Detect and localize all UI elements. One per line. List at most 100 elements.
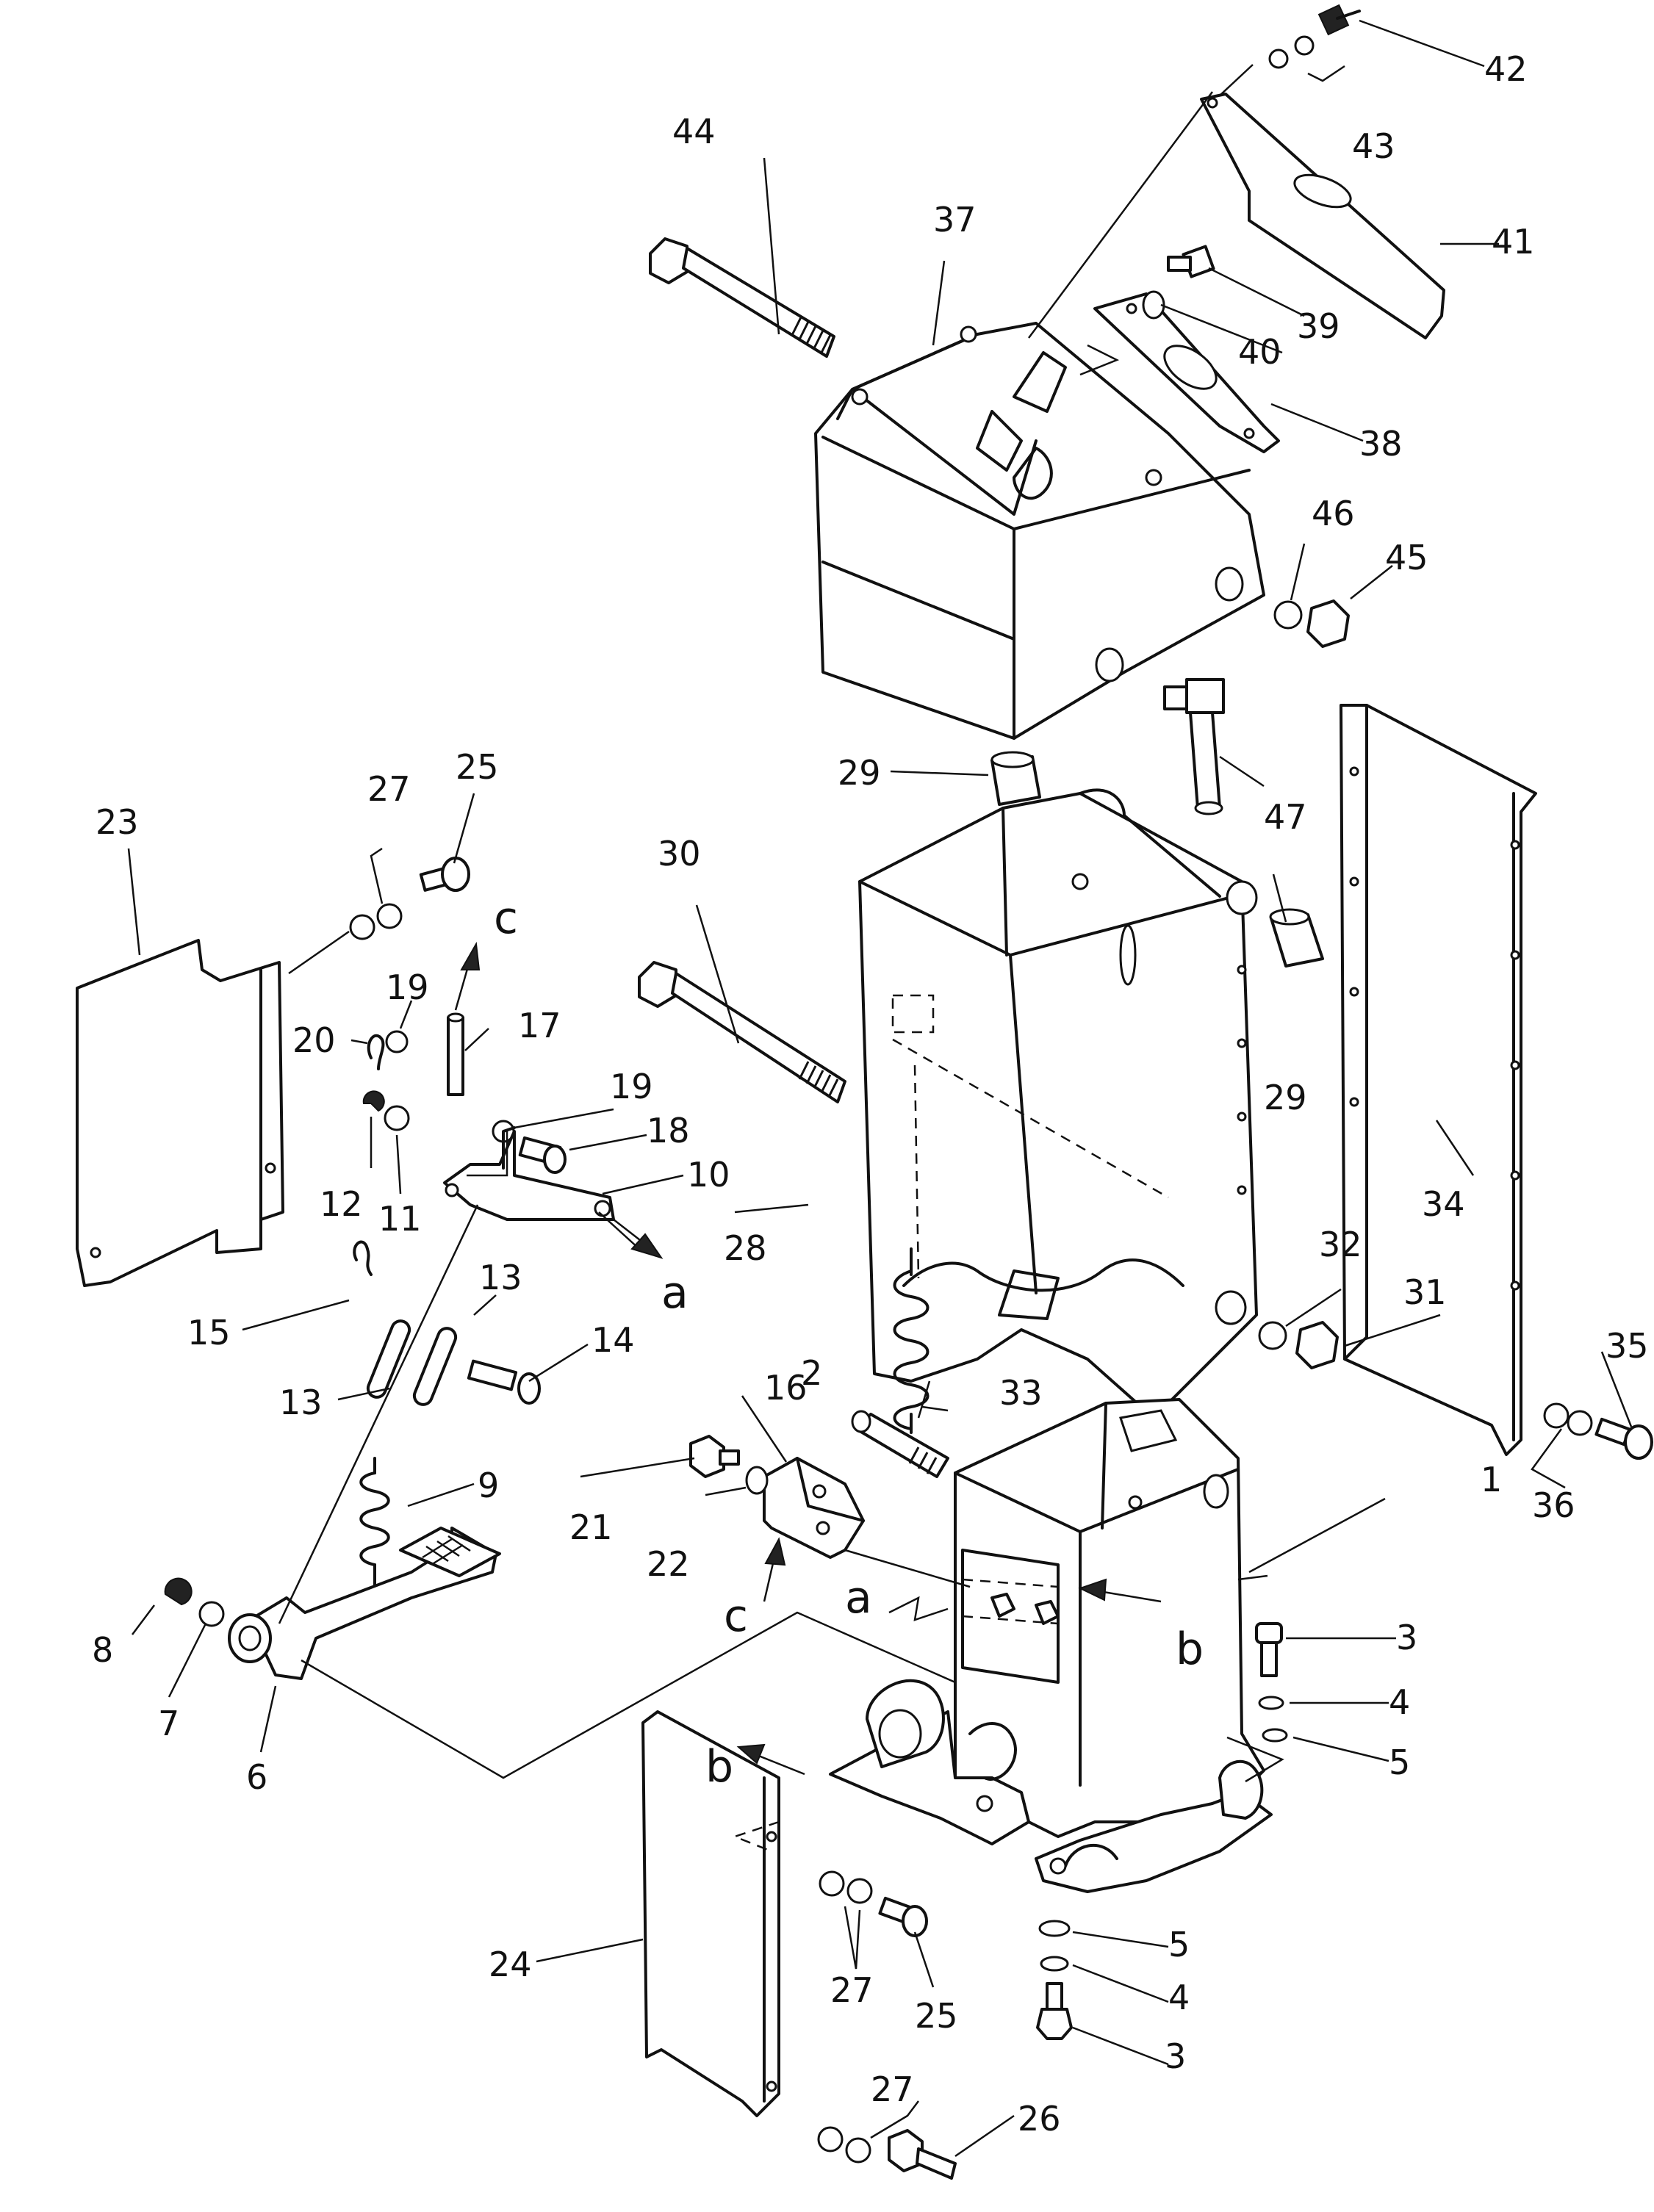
long-bolt-30 <box>638 961 846 1103</box>
washer-4-lower <box>1040 1956 1069 1972</box>
label-part-3-upper: 3 <box>1396 1618 1417 1657</box>
label-part-41: 41 <box>1492 222 1535 262</box>
label-part-20: 20 <box>292 1020 336 1060</box>
label-part-30: 30 <box>658 834 701 873</box>
bolt-35 <box>1594 1417 1653 1460</box>
bolt-25-upper <box>419 857 470 892</box>
reference-arrow-c-up <box>454 941 481 1011</box>
label-part-21: 21 <box>569 1507 613 1547</box>
label-part-22: 22 <box>647 1544 690 1584</box>
washer-27d <box>846 1878 873 1904</box>
bolt-39 <box>1167 245 1215 278</box>
clip-15 <box>353 1240 373 1276</box>
label-part-19-right: 19 <box>610 1067 653 1106</box>
label-part-43: 43 <box>1352 126 1395 166</box>
fitting-47 <box>1163 678 1225 815</box>
label-part-39: 39 <box>1297 306 1340 346</box>
label-part-4-lower: 4 <box>1168 1978 1190 2017</box>
label-part-27-lower: 27 <box>871 2069 914 2109</box>
label-part-4-upper: 4 <box>1389 1682 1410 1722</box>
washer-5-upper <box>1262 1728 1288 1743</box>
link-10 <box>443 1126 615 1221</box>
label-part-6: 6 <box>246 1757 267 1797</box>
bolt-26 <box>888 2129 957 2180</box>
washer-32 <box>1258 1321 1287 1350</box>
pedal-arm-6 <box>228 1527 501 1680</box>
label-part-10: 10 <box>687 1155 730 1195</box>
label-part-44: 44 <box>672 112 716 151</box>
label-part-23: 23 <box>96 802 139 842</box>
label-part-25-upper: 25 <box>456 747 499 787</box>
label-part-1: 1 <box>1481 1460 1502 1499</box>
label-part-5-lower: 5 <box>1168 1925 1190 1964</box>
label-part-40: 40 <box>1238 332 1281 372</box>
label-part-46: 46 <box>1312 494 1355 533</box>
snap-ring-8 <box>164 1577 193 1606</box>
label-part-37: 37 <box>933 200 977 239</box>
reference-arrow-a-right <box>613 1219 664 1259</box>
leader-lines <box>127 19 1633 2158</box>
label-part-3-lower: 3 <box>1165 2036 1186 2076</box>
ref-letter-c-lower: c <box>724 1590 748 1642</box>
label-part-19-upper: 19 <box>386 968 429 1007</box>
washer-27e <box>817 2126 844 2152</box>
reference-letters: c a c a b b <box>494 893 1204 1793</box>
reference-arrow-c-up-lower <box>763 1537 786 1602</box>
label-part-9: 9 <box>478 1466 499 1505</box>
label-part-14: 14 <box>592 1320 635 1360</box>
base-frame-1 <box>829 1398 1273 1893</box>
label-part-11: 11 <box>378 1199 422 1239</box>
label-part-13-upper: 13 <box>479 1258 522 1297</box>
bolt-3-upper <box>1255 1622 1283 1677</box>
side-plate-23 <box>76 939 284 1287</box>
label-part-33: 33 <box>999 1373 1043 1413</box>
label-part-24: 24 <box>489 1945 532 1984</box>
pin-2 <box>851 1410 949 1478</box>
long-bolt-44 <box>649 237 835 358</box>
label-part-29-upper: 29 <box>838 753 881 793</box>
label-part-42: 42 <box>1484 49 1528 89</box>
label-part-28: 28 <box>724 1228 767 1268</box>
nut-31 <box>1295 1321 1339 1369</box>
pin-18 <box>518 1136 567 1174</box>
label-part-7: 7 <box>158 1704 179 1743</box>
label-part-16: 16 <box>764 1368 808 1408</box>
label-part-13-lower: 13 <box>279 1383 323 1422</box>
pin-14 <box>467 1359 541 1405</box>
reference-arrow-b-left <box>1078 1578 1162 1603</box>
label-part-32: 32 <box>1319 1225 1362 1264</box>
ref-letter-a-upper: a <box>661 1267 688 1319</box>
label-part-27-mid: 27 <box>830 1970 874 2010</box>
link-13a <box>366 1319 411 1399</box>
label-part-8: 8 <box>92 1630 113 1670</box>
washer-11 <box>384 1105 410 1131</box>
lock-washer-40 <box>1142 290 1165 320</box>
washer-27f <box>845 2137 871 2164</box>
label-part-18: 18 <box>647 1111 690 1150</box>
main-housing-28 <box>858 788 1258 1419</box>
cotter-pin-20 <box>367 1034 385 1070</box>
link-13b <box>412 1327 458 1406</box>
side-plate-34 <box>1340 704 1537 1456</box>
label-part-2: 2 <box>801 1353 822 1393</box>
washer-19a <box>385 1030 409 1053</box>
spring-33 <box>893 1247 930 1434</box>
cover-plate-41 <box>1200 93 1445 339</box>
label-part-26: 26 <box>1018 2099 1061 2139</box>
label-part-17: 17 <box>518 1006 561 1045</box>
bolt-42 <box>1317 4 1361 36</box>
pin-17 <box>447 1012 464 1096</box>
nut-45 <box>1306 599 1350 648</box>
label-part-15: 15 <box>187 1313 231 1352</box>
label-part-45: 45 <box>1385 538 1428 577</box>
bolt-3-lower <box>1036 1982 1073 2040</box>
label-part-36: 36 <box>1532 1485 1575 1525</box>
reference-arrow-b-lower <box>736 1743 805 1776</box>
washer-43a <box>1268 48 1289 69</box>
bushing-29-upper <box>990 751 1041 806</box>
label-part-25-lower: 25 <box>915 1996 958 2036</box>
gasket-38 <box>1093 292 1280 453</box>
ref-letter-c-upper: c <box>494 893 518 944</box>
ref-letter-b-lower: b <box>705 1741 733 1793</box>
spring-9 <box>359 1457 390 1588</box>
